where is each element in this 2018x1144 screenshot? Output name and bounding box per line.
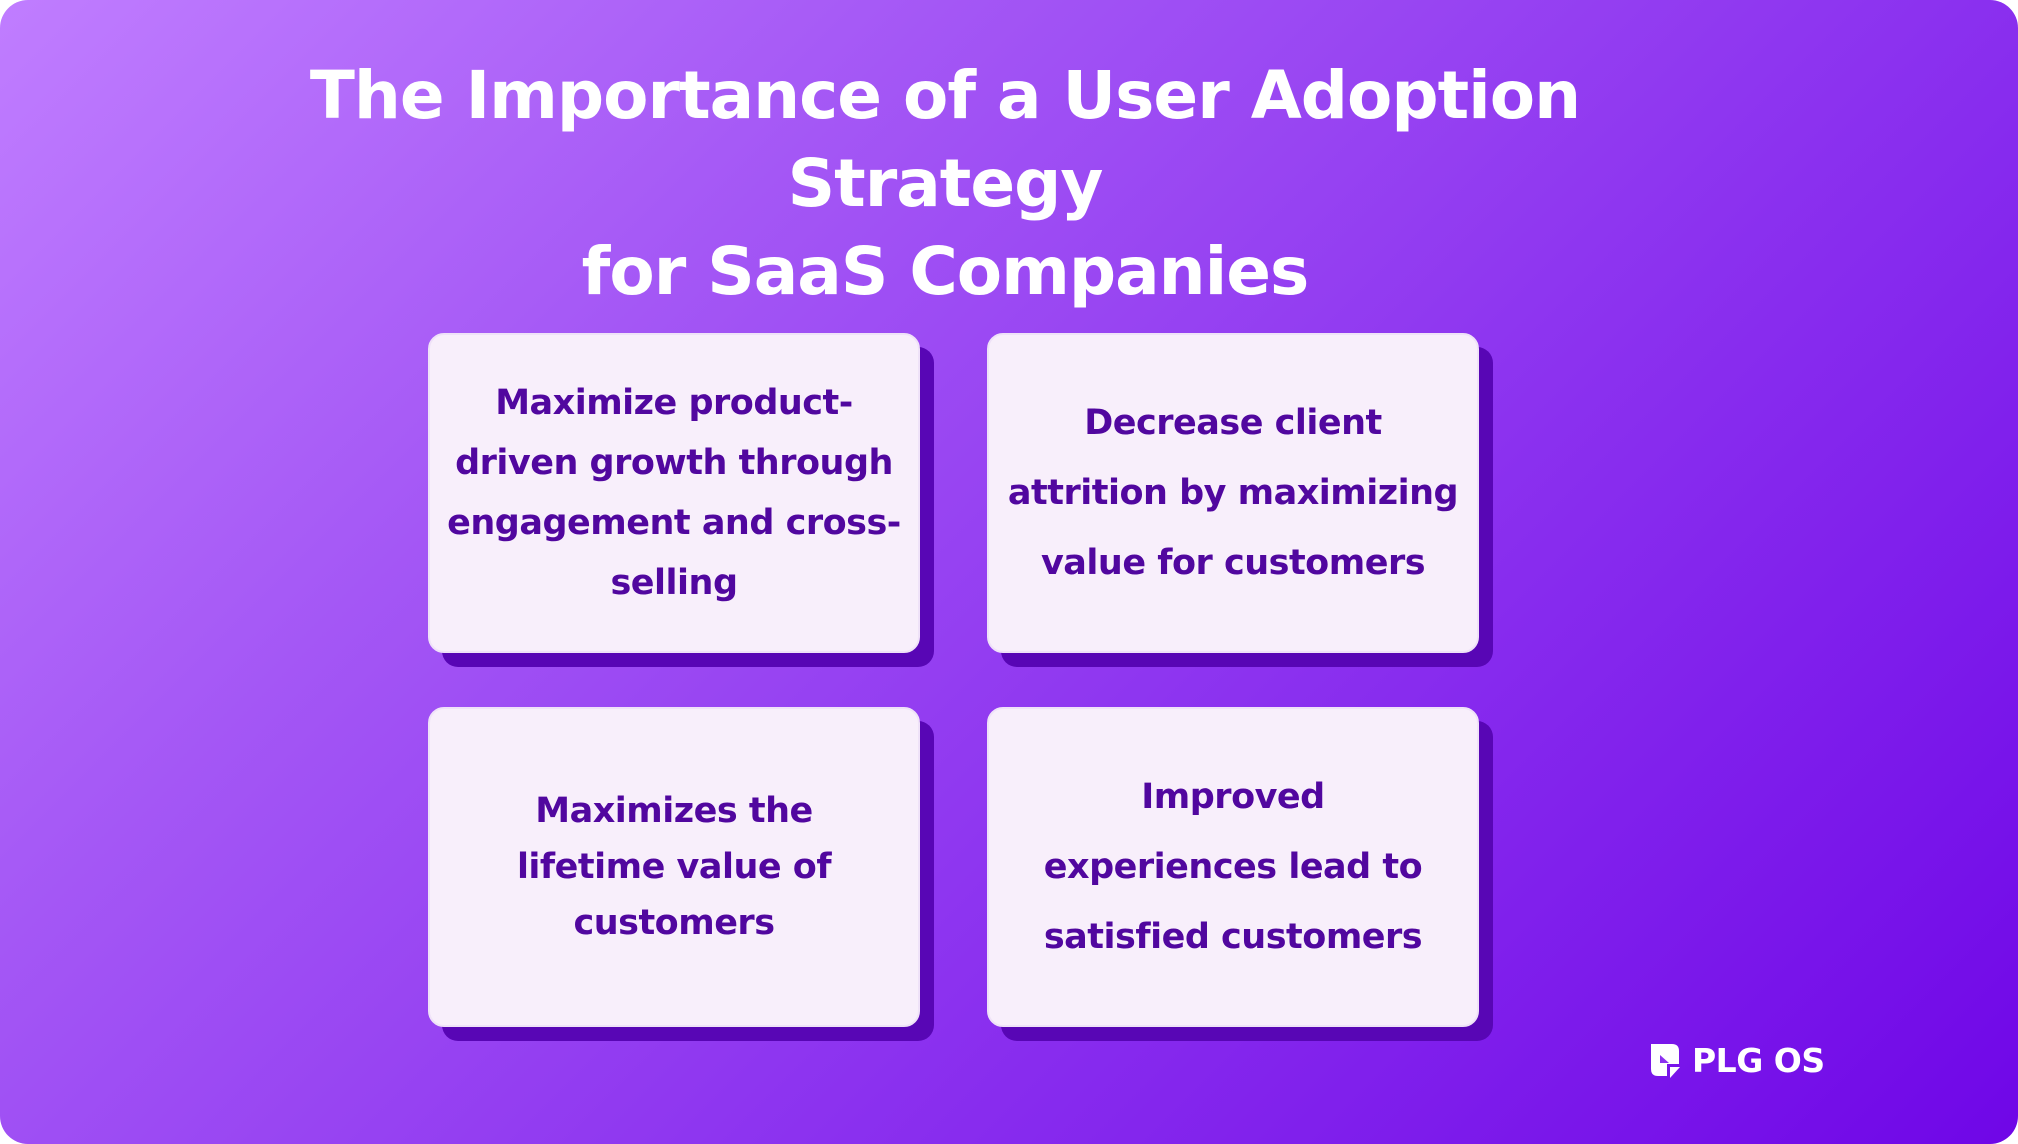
card-face: Improved experiences lead to satisfied c… (987, 707, 1479, 1027)
card-face: Maximizes the lifetime value of customer… (428, 707, 920, 1027)
page-title-line-1: The Importance of a User Adoption Strate… (309, 57, 1581, 222)
page-title: The Importance of a User Adoption Strate… (190, 52, 1700, 316)
card-face: Decrease client attrition by maximizing … (987, 333, 1479, 653)
brand-logo: PLG OS (1646, 1042, 1825, 1080)
brand-name: PLG OS (1692, 1041, 1825, 1080)
plg-os-logo-icon (1651, 1044, 1680, 1078)
benefit-card-product-growth: Maximize product-driven growth through e… (428, 333, 934, 667)
card-text: Maximize product-driven growth through e… (447, 383, 901, 603)
benefit-card-lifetime-value: Maximizes the lifetime value of customer… (428, 707, 934, 1041)
card-face: Maximize product-driven growth through e… (428, 333, 920, 653)
page-title-line-2: for SaaS Companies (581, 233, 1310, 310)
card-text: Decrease client attrition by maximizing … (1007, 403, 1459, 583)
card-text: Improved experiences lead to satisfied c… (1043, 777, 1423, 957)
benefit-card-satisfaction: Improved experiences lead to satisfied c… (987, 707, 1493, 1041)
card-text: Maximizes the lifetime value of customer… (516, 791, 832, 943)
benefit-card-attrition: Decrease client attrition by maximizing … (987, 333, 1493, 667)
